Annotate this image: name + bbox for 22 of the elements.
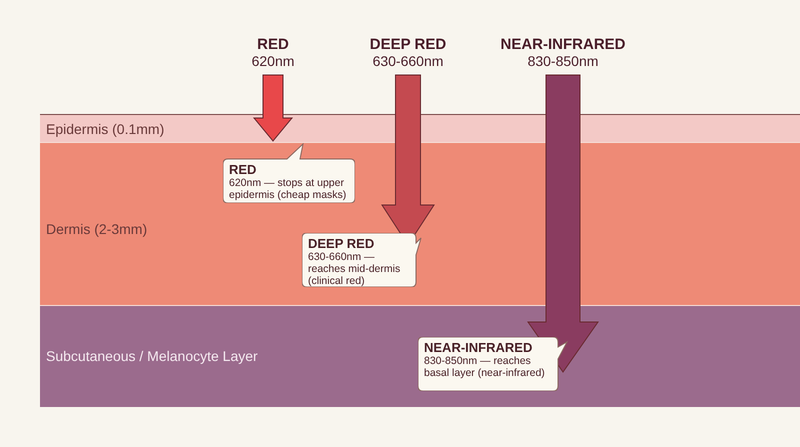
skin-layer-band: [40, 142, 800, 305]
layer-label: Subcutaneous / Melanocyte Layer: [46, 347, 258, 366]
callout-title: NEAR-INFRARED: [424, 340, 534, 355]
wavelength-value: 620nm: [252, 53, 294, 70]
wavelength-value: 830-850nm: [528, 53, 598, 70]
callout-bubble: [223, 143, 355, 203]
layer-label: Epidermis (0.1mm): [46, 120, 164, 139]
callout-title: DEEP RED: [308, 236, 376, 251]
callout-text: 620nm — stops at upper epidermis (cheap masks): [229, 177, 348, 201]
callout-text: 630-660nm — reaches mid-dermis (clinical red): [308, 251, 402, 287]
callout-text: 830-850nm — reaches basal layer (near-infrared): [424, 355, 546, 379]
block-arrow: [252, 74, 294, 142]
callout-bubble: [302, 233, 422, 287]
wavelength-value: 630-660nm: [372, 53, 444, 70]
callout-title: RED: [229, 162, 258, 177]
wavelength-name: DEEP RED: [370, 36, 446, 53]
wavelength-name: NEAR-INFRARED: [500, 36, 626, 53]
layer-label: Dermis (2-3mm): [46, 220, 148, 239]
wavelength-name: RED: [257, 36, 289, 53]
callout-bubble: [418, 337, 568, 391]
block-arrow: [527, 74, 599, 373]
skin-layer-band: [40, 305, 800, 407]
